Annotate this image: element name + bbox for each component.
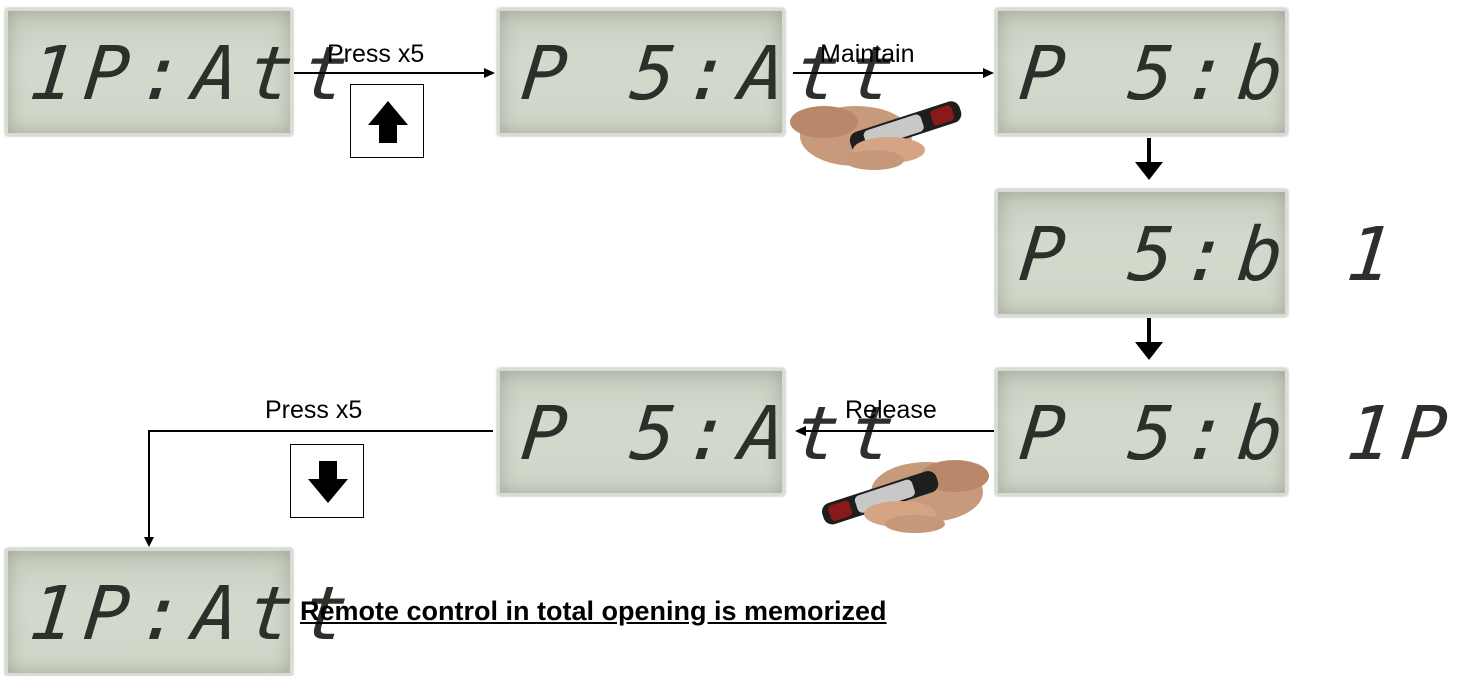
arrow-6-line-horizontal [148,430,493,432]
step-label-press-up: Press x5 [327,40,425,68]
lcd-readout: P 5:b 1P [1015,391,1461,477]
lcd-display-7: 1P:Att [5,548,362,676]
arrow-1-line [294,72,484,74]
up-arrow-icon [368,101,408,143]
down-key-button [290,444,364,518]
arrow-4-line [1147,318,1151,344]
down-arrow-icon [308,461,348,503]
arrow-2-line [793,72,983,74]
arrow-2-head [983,68,994,78]
arrow-5-head [795,426,806,436]
lcd-display-1: 1P:Att [5,8,362,136]
arrow-1-head [484,68,495,78]
arrow-4-head [1135,342,1163,360]
lcd-readout: 1P:Att [25,31,362,117]
step-label-release: Release [845,396,937,424]
step-label-press-down: Press x5 [265,396,363,424]
arrow-3-line [1147,138,1151,164]
lcd-display-4: P 5:b 1 [995,189,1406,317]
up-key-button [350,84,424,158]
result-message: Remote control in total opening is memor… [300,596,887,626]
lcd-display-6: P 5:Att [497,368,908,496]
arrow-5-line [806,430,994,432]
lcd-display-3: P 5:b [995,8,1297,136]
step-label-maintain: Maintain [820,40,915,68]
lcd-readout: P 5:b 1 [1015,212,1407,298]
remote-in-hand-image [821,460,989,533]
arrow-3-head [1135,162,1163,180]
lcd-display-2: P 5:Att [497,8,908,136]
arrow-6-line-vertical [148,430,150,538]
lcd-readout: P 5:b [1015,31,1298,117]
arrow-6-head [144,537,154,547]
remote-in-hand-image [790,101,962,170]
lcd-display-5: P 5:b 1P [995,368,1461,496]
